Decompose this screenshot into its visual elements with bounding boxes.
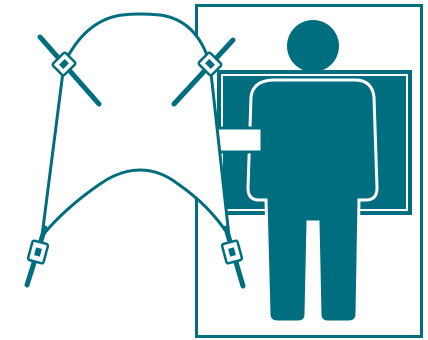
person-head	[287, 20, 339, 72]
person-body	[248, 80, 377, 322]
strap-clip-icon	[222, 240, 243, 263]
patient-lift-sling-icon	[42, 14, 229, 236]
standing-person-icon	[248, 20, 377, 322]
strap-bottom-left	[27, 228, 48, 285]
strap-bottom-right	[222, 228, 243, 286]
strap-clip-icon	[28, 240, 49, 263]
